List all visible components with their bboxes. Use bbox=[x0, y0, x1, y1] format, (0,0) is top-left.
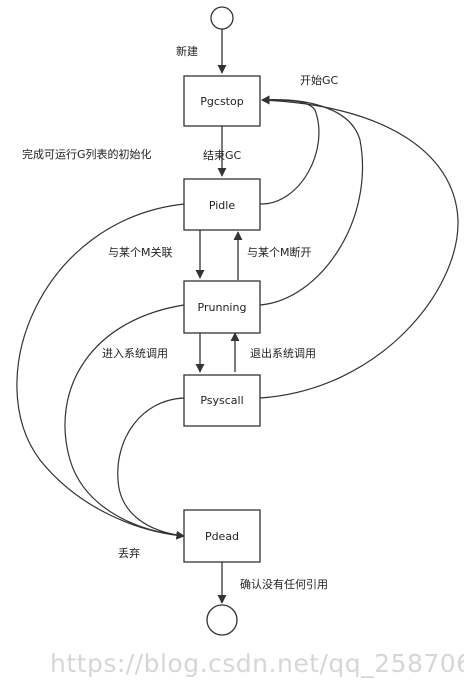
state-psyscall: Psyscall bbox=[183, 374, 261, 427]
end-node bbox=[206, 604, 238, 636]
state-pgcstop: Pgcstop bbox=[183, 75, 261, 127]
label-no-refs: 确认没有任何引用 bbox=[240, 577, 328, 591]
edge-pidle-to-pdead bbox=[16, 203, 185, 540]
state-prunning: Prunning bbox=[183, 280, 261, 334]
state-pdead: Pdead bbox=[183, 509, 261, 563]
edge-psyscall-to-pgcstop bbox=[259, 96, 459, 399]
label-unbind-m: 与某个M断开 bbox=[247, 245, 312, 259]
watermark: https://blog.csdn.net/qq_25870633 bbox=[50, 649, 464, 678]
label-enter-syscall: 进入系统调用 bbox=[102, 347, 168, 360]
edge-prunning-to-pgcstop bbox=[259, 95, 364, 306]
state-pidle: Pidle bbox=[183, 178, 261, 231]
label-end-gc: 结束GC bbox=[203, 149, 242, 162]
state-prunning-label: Prunning bbox=[198, 301, 247, 314]
state-pidle-label: Pidle bbox=[209, 199, 235, 212]
label-discard: 丢弃 bbox=[118, 546, 140, 560]
state-pgcstop-label: Pgcstop bbox=[200, 95, 243, 108]
edge-prunning-to-pdead bbox=[64, 304, 185, 540]
edge-psyscall-to-pdead bbox=[117, 397, 185, 540]
label-bind-m: 与某个M关联 bbox=[108, 245, 173, 259]
edge-pidle-to-pgcstop bbox=[259, 95, 320, 205]
state-pdead-label: Pdead bbox=[205, 530, 239, 543]
label-new: 新建 bbox=[176, 44, 198, 58]
label-start-gc: 开始GC bbox=[300, 73, 339, 87]
label-init-done: 完成可运行G列表的初始化 bbox=[22, 147, 152, 161]
state-psyscall-label: Psyscall bbox=[200, 394, 243, 407]
label-exit-syscall: 退出系统调用 bbox=[250, 346, 316, 360]
start-node bbox=[210, 6, 234, 30]
